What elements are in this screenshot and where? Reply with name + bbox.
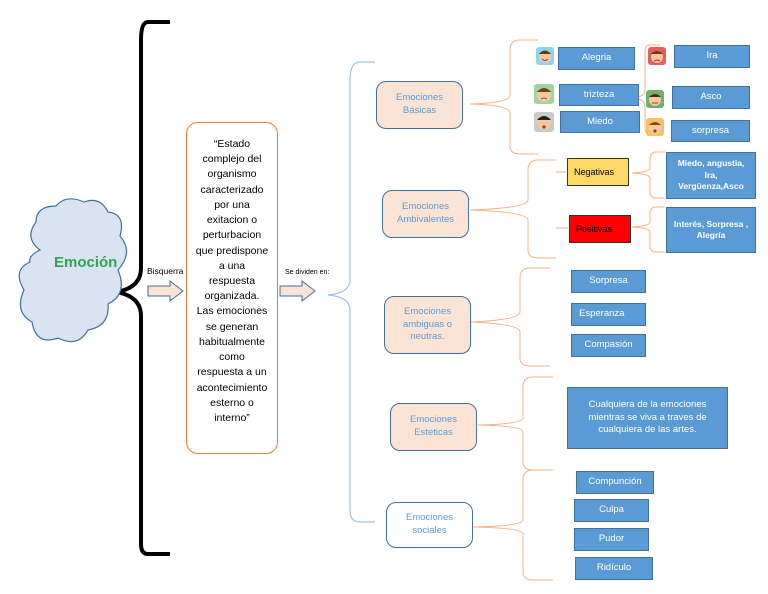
bisquerra-label: Bisquerra [147,266,184,276]
negative-examples: Miedo, angustia, Ira, Vergüenza,Asco [666,152,756,199]
category-bracket [327,61,375,523]
angry-face-icon [648,47,666,65]
surprised-face-icon [646,118,664,136]
basic-item-sorpresa: sorpresa [671,120,750,142]
root-label: Emoción [54,254,118,271]
category-basic: Emociones Básicas [376,81,463,129]
social-bracket [471,469,553,581]
disgust-face-icon [646,90,664,108]
basic-item-alegria: Alegria [558,47,635,70]
positive-bracket [631,206,665,253]
sad-face-icon [534,84,554,104]
category-neutral: Emociones ambiguas o neutras. [384,296,471,354]
social-item-ridiculo: Ridículo [575,557,653,580]
neutral-item-compasion: Compasión [571,334,646,357]
arrow-right [279,279,316,303]
negative-bracket [631,151,665,199]
aesthetic-description: Cualquiera de la emociones mientras se v… [567,387,728,449]
social-item-pudor: Pudor [574,528,649,551]
category-ambivalent: Emociones Ambivalentes [382,190,469,238]
category-aesthetic: Emociones Esteticas [390,403,477,451]
arrow-left [147,279,184,303]
basic-bracket [469,39,538,155]
basic-item-trizteza: trizteza [559,84,639,106]
social-item-culpa: Culpa [574,499,649,522]
basic-item-ira: Ira [674,45,750,68]
positive-examples: Interés, Sorpresa , Alegría [666,207,756,253]
social-item-compuncion: Compunción [576,471,654,494]
happy-face-icon [536,47,554,65]
neutral-item-sorpresa: Sorpresa [571,270,646,293]
scared-face-icon [534,112,554,132]
tag-positivas: Positivas [569,215,631,243]
neutral-item-esperanza: Esperanza [571,303,646,326]
aesthetic-bracket [477,376,553,471]
neutral-bracket [469,267,550,367]
basic-item-asco: Asco [672,86,750,109]
tag-negativas: Negativas [567,158,629,186]
ambivalent-bracket [469,159,556,259]
cloud-shape [18,198,128,343]
basic-item-miedo: Miedo [560,111,640,133]
divide-label: Se dividen en: [285,269,330,276]
category-social: Emociones sociales [386,502,473,548]
definition-box: “Estado complejo del organismo caracteri… [186,122,278,454]
